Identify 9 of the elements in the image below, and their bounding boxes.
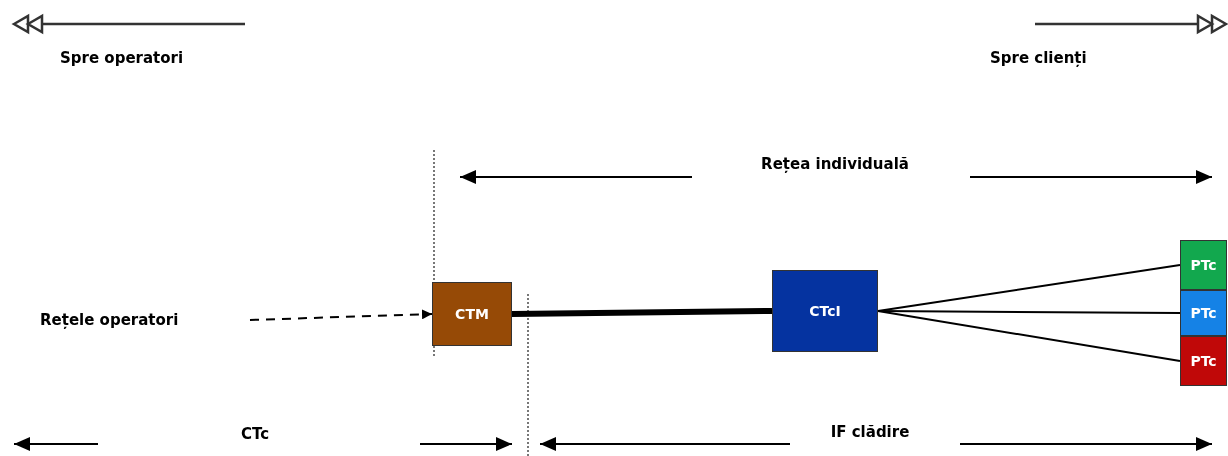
- equipment-box: PTc: [1180, 336, 1227, 386]
- connector-line: [877, 310, 1181, 362]
- node-label: Rețele operatori: [40, 302, 270, 338]
- connector-line: [511, 308, 773, 317]
- equipment-box: PTc: [1180, 290, 1227, 336]
- equipment-box: CTM: [432, 282, 512, 346]
- equipment-box: CTcI: [772, 270, 878, 352]
- arrow: [249, 309, 433, 321]
- equipment-box: PTc: [1180, 240, 1227, 290]
